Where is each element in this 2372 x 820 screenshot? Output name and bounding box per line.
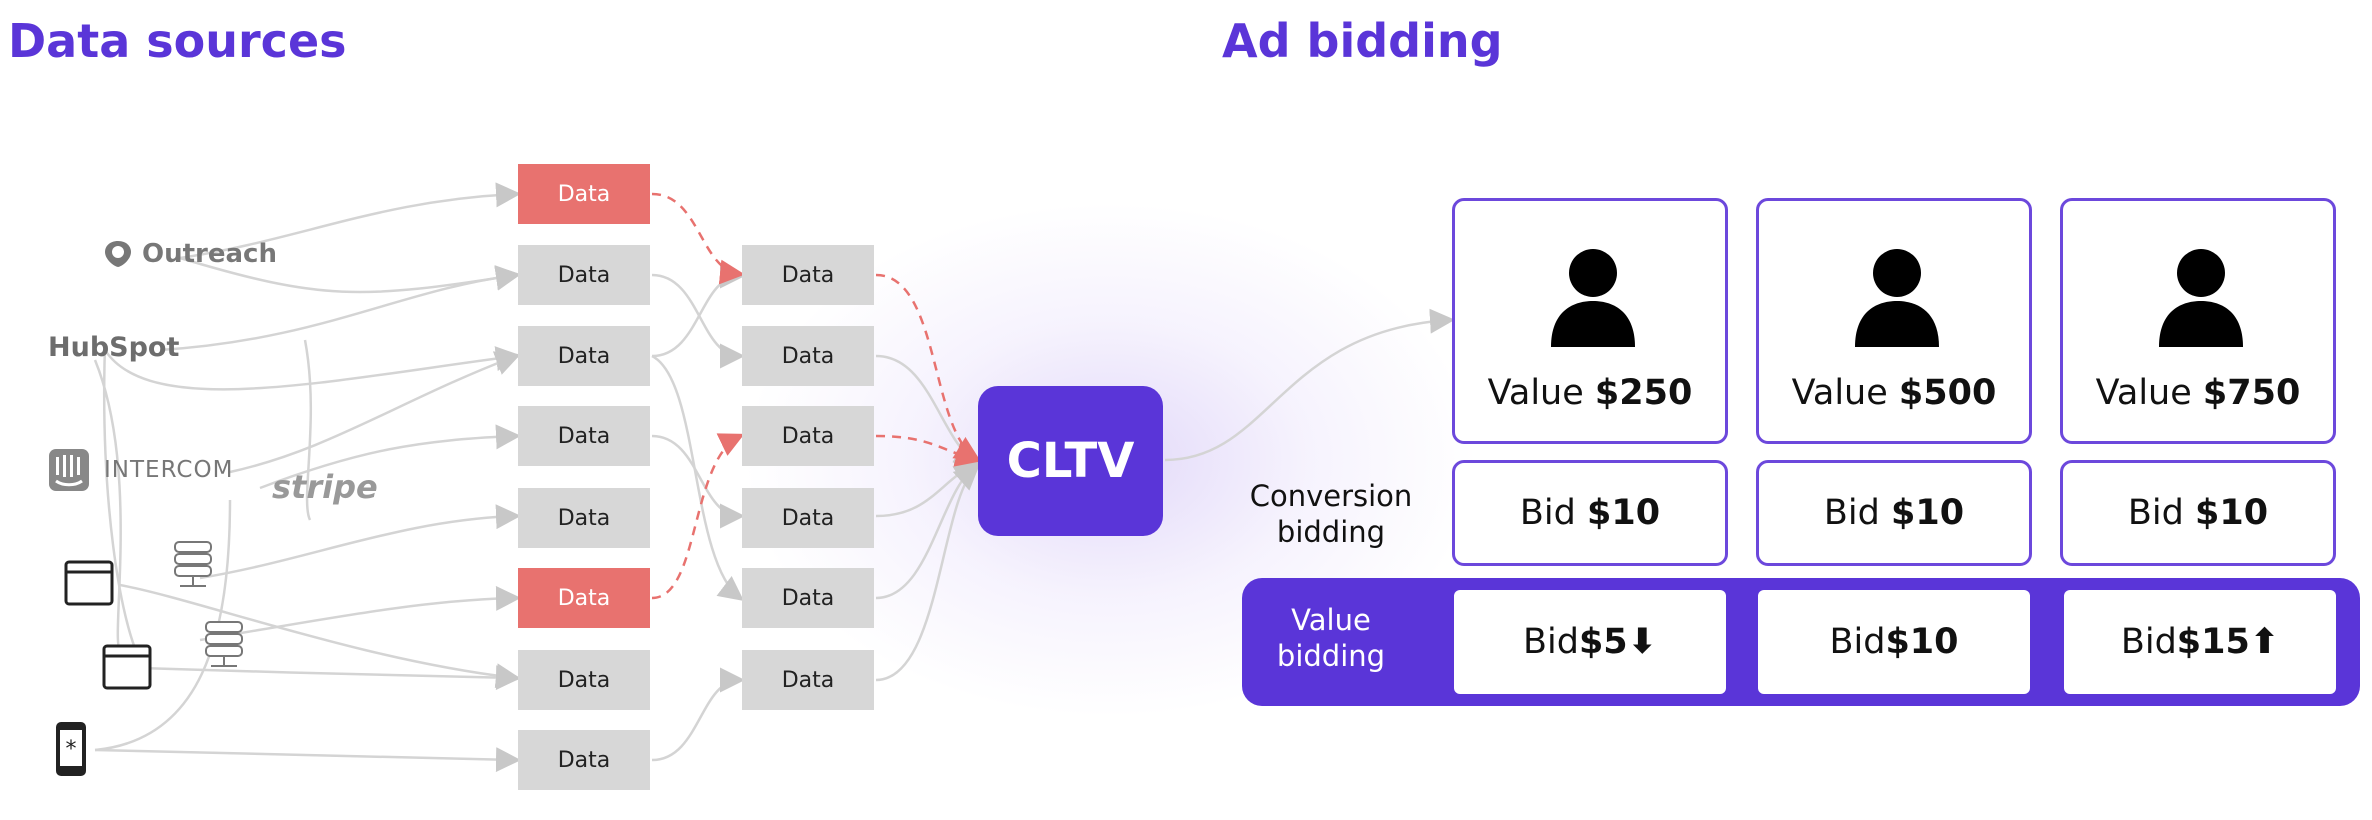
link-hubspot-data2 — [159, 265, 521, 352]
person-icon — [1855, 249, 1939, 347]
data-box-c2-6: Data — [742, 650, 874, 710]
link-c1-8-c2-6 — [651, 667, 745, 762]
intercom-text: INTERCOM — [104, 457, 234, 483]
data-box-c2-2: Data — [742, 326, 874, 386]
link-browser2-data7 — [139, 665, 521, 691]
cltv-box: CLTV — [978, 386, 1163, 536]
data-box-c1-2: Data — [518, 245, 650, 305]
profile-card-2: Value $500 — [1756, 198, 2032, 444]
link-c2-6-cltv — [875, 464, 980, 682]
person-icon — [2159, 249, 2243, 347]
data-box-c2-4: Data — [742, 488, 874, 548]
profile-card-3: Value $750 — [2060, 198, 2336, 444]
arrow-up-icon: ⬆ — [2249, 622, 2280, 662]
stripe-logo: stripe — [272, 468, 378, 506]
data-box-c2-5: Data — [742, 568, 874, 628]
arrow-down-icon: ⬇ — [1627, 622, 1657, 662]
data-box-c1-6: Data — [518, 568, 650, 628]
link-server2-data6 — [199, 585, 521, 642]
server-icon — [205, 621, 243, 667]
data-box-c2-1: Data — [742, 245, 874, 305]
data-box-c1-7: Data — [518, 650, 650, 710]
link-hubspot-data3 — [103, 346, 521, 391]
link-curve-a — [303, 339, 313, 521]
value-bid-card-3: Bid $15⬆ — [2064, 590, 2336, 694]
phone-icon: * — [56, 722, 86, 776]
link-intercom-data3 — [229, 351, 521, 474]
data-box-c1-4: Data — [518, 406, 650, 466]
dashed-red-link-4 — [651, 433, 745, 600]
link-phone-data8 — [94, 747, 521, 773]
intercom-icon — [49, 449, 89, 491]
data-box-c1-5: Data — [518, 488, 650, 548]
browser-icon — [64, 560, 114, 606]
link-stripe-data4 — [259, 424, 521, 490]
data-box-c1-1: Data — [518, 164, 650, 224]
link-curve-b — [102, 344, 142, 661]
value-bid-card-1: Bid $5⬇ — [1454, 590, 1726, 694]
profile-value-2: Value $500 — [1791, 373, 1997, 413]
link-browser1-data7 — [119, 583, 521, 689]
link-outreach-data2 — [179, 256, 521, 294]
conversion-bid-1: Bid $10 — [1519, 493, 1661, 533]
person-icon — [1551, 249, 1635, 347]
link-c1-4-c2-4 — [651, 434, 745, 529]
link-curve-c — [93, 359, 122, 651]
data-box-c1-3: Data — [518, 326, 650, 386]
value-bid-card-2: Bid $10 — [1758, 590, 2030, 694]
link-cltv-profiles — [1164, 308, 1455, 462]
link-curve-d — [94, 499, 232, 752]
link-outreach-data1 — [179, 182, 521, 260]
conversion-bid-card-2: Bid $10 — [1756, 460, 2032, 566]
value-bidding-label: Value bidding — [1276, 603, 1386, 673]
conversion-bid-card-1: Bid $10 — [1452, 460, 1728, 566]
link-c1-3-c2-5 — [651, 354, 744, 602]
server-icon — [174, 541, 212, 587]
dashed-red-link-2 — [875, 273, 981, 461]
dashed-red-link-1 — [651, 192, 745, 285]
hubspot-logo: HubSpot — [48, 332, 180, 363]
data-box-c2-3: Data — [742, 406, 874, 466]
data-sources-title: Data sources — [8, 14, 347, 68]
conversion-bid-card-3: Bid $10 — [2060, 460, 2336, 566]
link-server1-data5 — [199, 504, 521, 580]
conversion-bid-3: Bid $10 — [2127, 493, 2269, 533]
outreach-icon — [105, 241, 131, 267]
conversion-bidding-label: Conversion bidding — [1249, 479, 1413, 549]
outreach-logo: Outreach — [102, 238, 277, 270]
outreach-text: Outreach — [142, 239, 277, 269]
browser-icon — [102, 644, 152, 690]
profile-card-1: Value $250 — [1452, 198, 1728, 444]
svg-text:*: * — [66, 737, 77, 762]
profile-value-1: Value $250 — [1487, 373, 1693, 413]
intercom-logo: INTERCOM — [48, 448, 233, 492]
data-box-c1-8: Data — [518, 730, 650, 790]
conversion-bid-2: Bid $10 — [1823, 493, 1965, 533]
profile-value-3: Value $750 — [2095, 373, 2301, 413]
ad-bidding-title: Ad bidding — [1222, 14, 1503, 68]
